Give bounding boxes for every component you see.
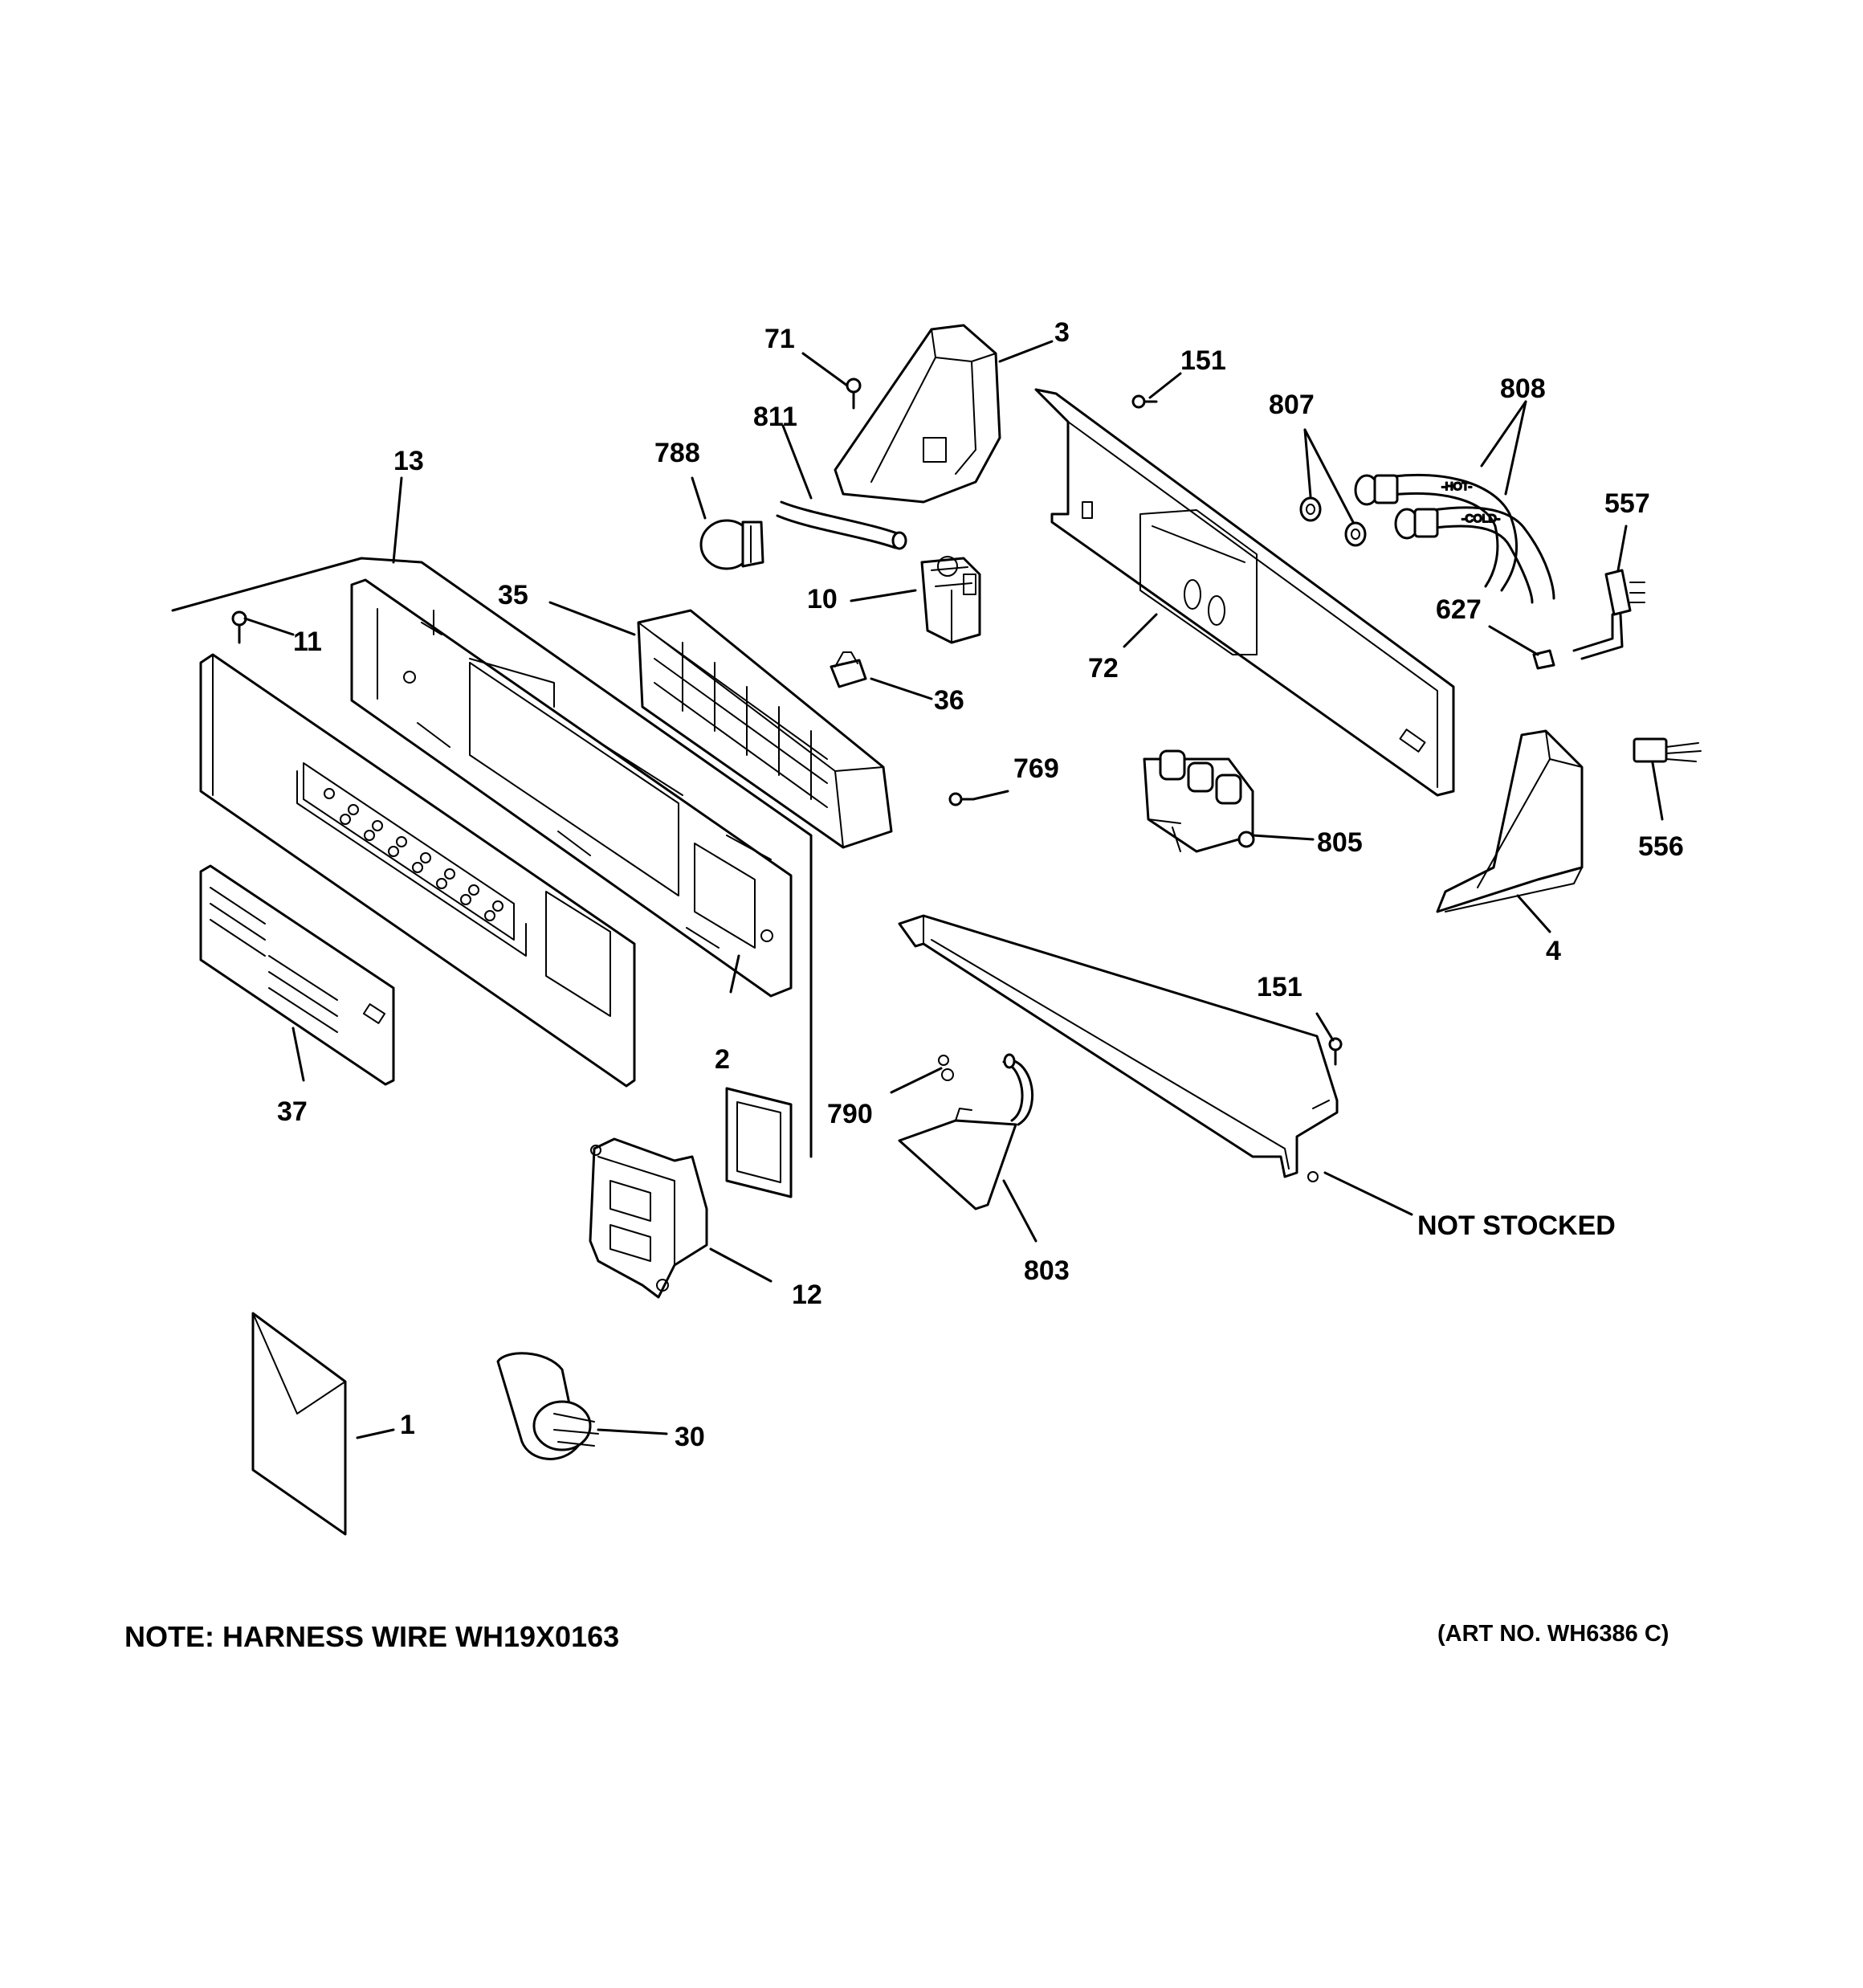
callout-557: 557 [1604,488,1650,519]
callout-12: 12 [792,1280,822,1310]
callout-11: 11 [293,627,322,657]
part-3-end-bracket [834,324,1001,504]
part-151-screw-lower [1328,1037,1343,1066]
part-12-control-module [589,1137,708,1299]
art-number: (ART NO. WH6386 C) [1437,1621,1669,1647]
callout-811: 811 [753,402,797,432]
callout-10: 10 [807,584,838,614]
callout-37: 37 [277,1096,308,1127]
part-37-overlay-label [199,864,395,1086]
callout-805: 805 [1317,827,1363,858]
callout-151-lower: 151 [1257,972,1302,1002]
callout-35: 35 [498,580,528,610]
hose-hot-label: -HOT- [1441,480,1472,492]
part-10-pressure-switch [920,556,981,644]
part-556-connector [1633,737,1702,763]
part-808-hoses: -HOT- -COLD- [1354,473,1555,604]
part-811-tube [776,500,907,550]
part-788-knob [699,519,764,570]
part-769-screw [948,792,975,806]
callout-4: 4 [1546,936,1561,966]
part-805-water-valve [1143,749,1255,853]
panel-buttons [324,788,503,921]
part-13-panel-outline [171,557,813,1158]
part-36-cap [830,651,867,688]
part-557-connector [1572,569,1645,660]
part-1-literature [251,1312,347,1536]
hose-cold-label: -COLD- [1461,512,1501,525]
callout-790: 790 [827,1099,873,1129]
part-803-sensor [898,1053,1033,1210]
callout-72: 72 [1088,653,1119,684]
part-71-screw [846,378,862,410]
callout-769: 769 [1013,753,1059,784]
callout-1: 1 [400,1410,415,1440]
callout-2: 2 [715,1044,730,1075]
callout-151-top: 151 [1180,345,1226,376]
callout-788: 788 [654,438,700,468]
console-front-panel [199,653,636,1088]
part-151-screw-top [1131,394,1158,409]
harness-wire-note: NOTE: HARNESS WIRE WH19X0163 [124,1620,619,1653]
square-gasket [725,1087,793,1198]
part-72-backsplash-panel [1034,388,1455,797]
callout-36: 36 [934,685,964,716]
part-30-capacitor [496,1352,599,1460]
part-790-clip [938,1055,954,1081]
part-35-switch-module [637,609,893,849]
callout-627: 627 [1436,594,1482,625]
leader-lines [243,340,1664,1439]
callout-807: 807 [1269,390,1315,420]
callout-71: 71 [764,324,795,354]
not-stocked-label: NOT STOCKED [1417,1210,1616,1241]
rear-lower-bracket-not-stocked [898,914,1339,1182]
part-807-washers [1299,496,1367,547]
callout-labels: 71 3 151 807 808 557 811 788 13 35 11 10… [277,317,1684,1452]
callout-3: 3 [1054,317,1070,348]
callout-803: 803 [1024,1255,1070,1286]
part-2-control-frame [350,578,793,998]
part-11-screw [231,610,247,644]
part-4-end-bracket [1436,729,1584,913]
callout-30: 30 [675,1422,705,1452]
callout-13: 13 [393,446,424,476]
callout-808: 808 [1500,374,1546,404]
callout-556: 556 [1638,831,1684,862]
